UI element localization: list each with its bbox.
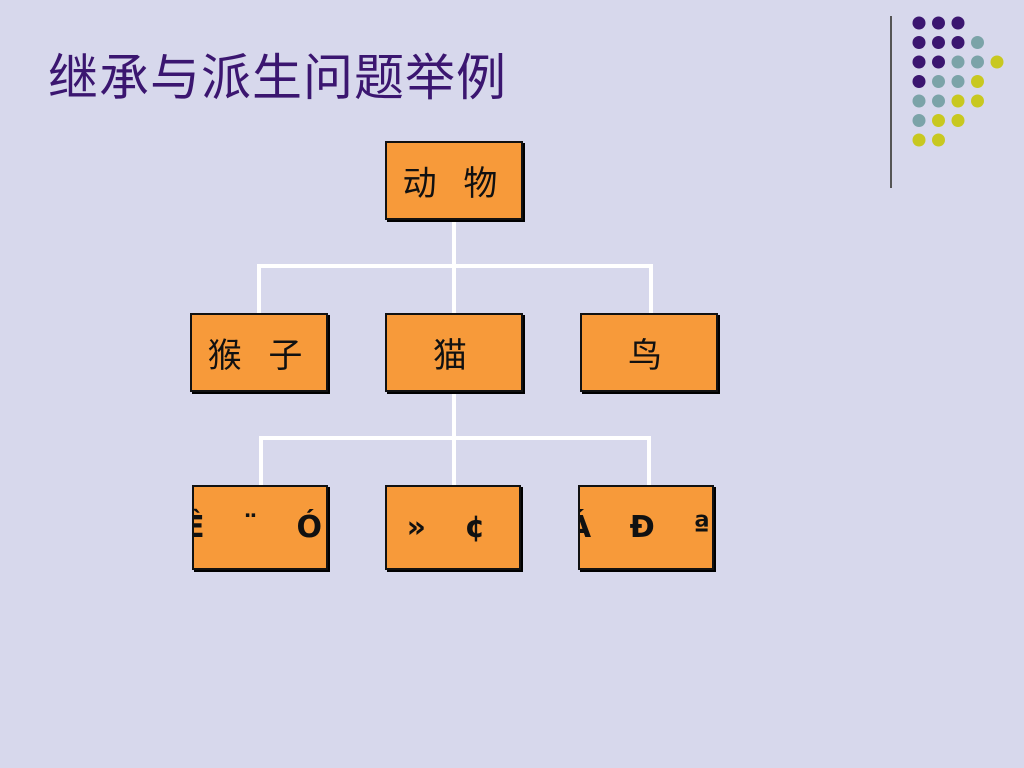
decorative-dot [951,55,965,69]
node-garbled-3: Á Ð ª [578,485,714,570]
node-garbled-1: Ê ¨ Ó [192,485,328,570]
connector-level1-right [649,264,653,314]
decorative-dot [912,114,926,127]
decorative-dot [951,94,965,108]
node-animal: 动 物 [385,141,523,220]
decorative-dot [951,114,965,127]
connector-level2-mid [452,436,456,486]
decorative-dot [951,16,965,30]
slide-title: 继承与派生问题举例 [48,49,507,107]
decorative-dot [912,36,926,49]
decorative-dot [990,55,1004,69]
decorative-dot [912,75,926,88]
connector-level1-mid [452,264,456,314]
decorative-dot [932,36,945,49]
node-garbled-2: » ¢ [385,485,521,570]
decorative-dot [912,133,926,147]
node-bird: 鸟 [580,313,718,392]
decorative-dot [932,114,945,127]
decorative-dot [932,133,945,147]
decorative-dot [912,94,926,108]
connector-cat-stem [452,392,456,440]
decorative-dot [971,36,984,49]
decorative-vertical-rule [890,16,892,188]
decorative-dot [951,36,965,49]
decorative-dot [971,94,984,108]
decorative-dot [932,75,945,88]
decorative-dot [951,75,965,88]
decorative-dot [912,16,926,30]
decorative-dot [912,55,926,69]
node-monkey: 猴 子 [190,313,328,392]
decorative-dot [971,75,984,88]
decorative-dot [971,55,984,69]
decorative-dot [932,94,945,108]
connector-level2-left [259,436,263,486]
decorative-dot [932,16,945,30]
connector-root-stem [452,220,456,268]
decorative-dot [932,55,945,69]
connector-level2-right [647,436,651,486]
connector-level1-left [257,264,261,314]
node-cat: 猫 [385,313,523,392]
